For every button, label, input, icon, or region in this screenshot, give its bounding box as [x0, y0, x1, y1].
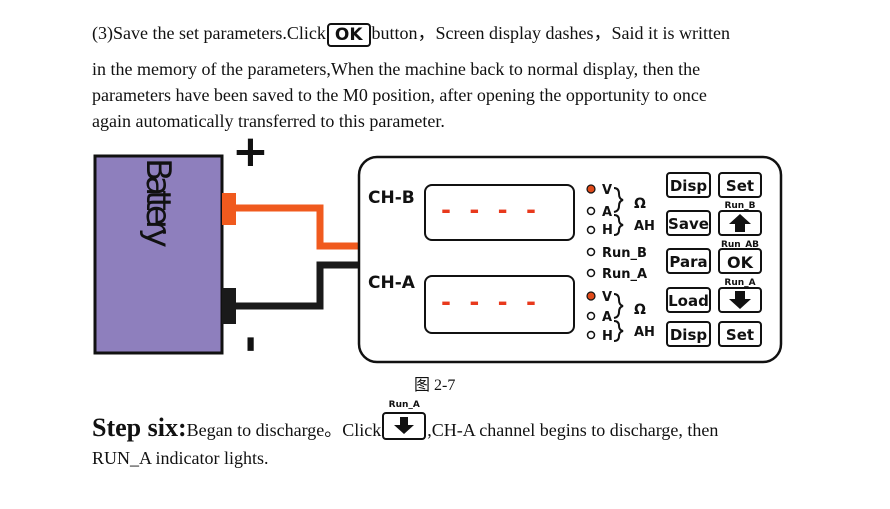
label-b-ohm: Ω	[634, 196, 646, 212]
ch-a-display	[424, 275, 575, 334]
led-b-a	[586, 206, 596, 216]
label-a-v: V	[602, 290, 612, 305]
led-a-a	[586, 311, 596, 321]
instruction-text: (3)Save the set parameters.Click	[92, 23, 326, 43]
label-run-b: Run_B	[602, 246, 647, 261]
ok-button-icon: OK	[326, 22, 371, 47]
run-a-caption: Run_A	[724, 278, 755, 288]
load-button[interactable]	[666, 287, 711, 313]
led-b-h	[586, 225, 596, 235]
disp-a-button[interactable]	[666, 321, 711, 347]
ch-b-display	[424, 184, 575, 241]
minus-sign: -	[227, 335, 278, 353]
brace-b1	[613, 187, 624, 213]
label-b-h: H	[602, 223, 613, 238]
step-six-heading: Step six:	[92, 413, 187, 442]
brace-a2	[613, 320, 624, 342]
instruction-line-3: parameters have been saved to the M0 pos…	[92, 85, 707, 105]
ok-button[interactable]	[718, 248, 762, 274]
battery	[93, 154, 224, 355]
para-label: Para	[669, 253, 707, 271]
run-a-down-button-icon: Run_A	[382, 400, 427, 440]
para-button[interactable]	[666, 248, 711, 274]
label-a-h: H	[602, 329, 613, 344]
label-a-ohm: Ω	[634, 302, 646, 318]
label-b-a: A	[602, 205, 612, 220]
set-a-label: Set	[726, 326, 754, 344]
label-b-v: V	[602, 183, 612, 198]
ch-a-label: CH-A	[368, 273, 416, 293]
battery-label: Battery	[138, 158, 178, 248]
led-a-h	[586, 330, 596, 340]
disp-a-label: Disp	[670, 326, 708, 344]
step-six-text: Began to discharge。Click	[186, 420, 382, 440]
positive-terminal	[222, 193, 236, 225]
instruction-line-4: again automatically transferred to this …	[92, 111, 445, 131]
set-a-button[interactable]	[718, 321, 762, 347]
save-button[interactable]	[666, 210, 711, 236]
up-arrow-icon	[729, 214, 751, 232]
down-arrow-icon	[394, 417, 415, 434]
load-label: Load	[668, 292, 709, 310]
brace-a1	[613, 293, 624, 319]
wiring-diagram: Battery + - CH-B CH-A - - - - - - - - V …	[93, 138, 783, 364]
disp-b-label: Disp	[670, 177, 708, 195]
step-six-line-2: RUN_A indicator lights.	[92, 448, 269, 468]
run-b-caption: Run_B	[724, 201, 755, 211]
run-a-caption-inline: Run_A	[388, 400, 420, 410]
ok-label: OK	[727, 253, 754, 272]
brace-b2	[613, 214, 624, 236]
ch-b-label: CH-B	[368, 188, 415, 208]
led-b-v	[586, 184, 596, 194]
step-six-text-2: ,CH-A channel begins to discharge, then	[427, 420, 719, 440]
negative-wire	[236, 261, 360, 310]
step-six: Step six:Began to discharge。Click Run_A ,C…	[92, 400, 852, 472]
save-label: Save	[668, 215, 709, 233]
positive-wire	[236, 204, 360, 250]
led-a-v	[586, 291, 596, 301]
set-b-label: Set	[726, 177, 754, 195]
led-run-a	[586, 268, 596, 278]
led-run-b	[586, 247, 596, 257]
label-a-a: A	[602, 310, 612, 325]
negative-terminal	[222, 288, 236, 324]
run-ab-caption: Run_AB	[721, 240, 759, 250]
down-arrow-icon	[729, 291, 751, 309]
disp-b-button[interactable]	[666, 172, 711, 198]
label-run-a: Run_A	[602, 267, 647, 282]
instruction-text: button，Screen display dashes，Said it is …	[371, 23, 730, 43]
figure-caption: 图 2-7	[414, 377, 456, 394]
ch-b-dashes: - - - -	[441, 196, 541, 224]
label-b-ah: AH	[634, 219, 655, 234]
instruction-line-2: in the memory of the parameters,When the…	[92, 59, 701, 79]
label-a-ah: AH	[634, 325, 655, 340]
plus-sign: +	[232, 138, 269, 177]
ch-a-dashes: - - - -	[441, 288, 541, 316]
set-b-button[interactable]	[718, 172, 762, 198]
